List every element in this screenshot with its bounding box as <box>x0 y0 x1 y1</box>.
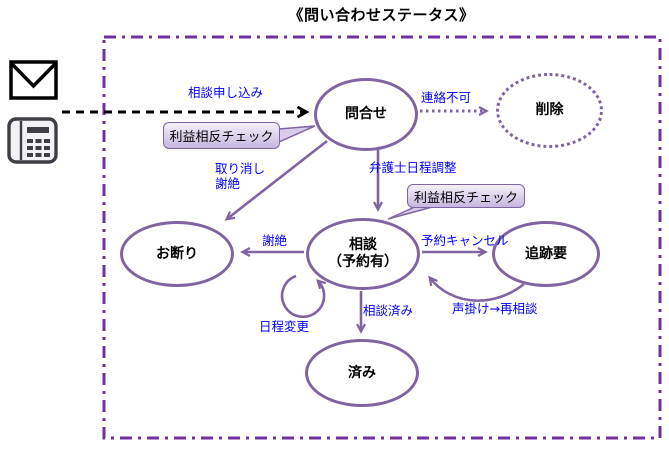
state-tracking-needed-label: 追跡要 <box>525 245 567 262</box>
state-tracking-needed: 追跡要 <box>492 221 600 287</box>
state-delete: 削除 <box>496 73 603 148</box>
inquiry-to-refuse-arrow <box>224 139 328 221</box>
track-to-consult-arrow <box>428 275 525 302</box>
envelope-icon <box>9 60 58 100</box>
transition-label-reservation-cancel: 予約キャンセル <box>421 233 509 248</box>
callout-tail-inquiry <box>278 125 316 144</box>
transition-label-apply: 相談申し込み <box>188 85 264 100</box>
state-consult-reserved: 相談 （予約有） <box>306 218 420 290</box>
state-done: 済み <box>305 339 419 407</box>
state-delete-label: 削除 <box>535 102 564 118</box>
diagram-title: 《問い合わせステータス》 <box>288 6 475 24</box>
callout-conflict-check-consult: 利益相反チェック <box>407 184 525 208</box>
state-done-label: 済み <box>348 364 376 381</box>
state-refuse: お断り <box>120 221 234 287</box>
transition-label-lawyer-schedule: 弁護士日程調整 <box>369 160 457 175</box>
transition-label-unreachable: 連絡不可 <box>421 90 472 105</box>
state-inquiry: 問合せ <box>314 78 418 151</box>
callout-conflict-check-consult-label: 利益相反チェック <box>413 190 518 206</box>
state-refuse-label: お断り <box>156 245 198 262</box>
transition-label-cancel-refuse: 取り消し 謝絶 <box>215 161 266 191</box>
transition-label-refuse: 謝絶 <box>262 233 288 248</box>
callout-conflict-check-inquiry-label: 利益相反チェック <box>169 130 274 145</box>
state-consult-reserved-label: 相談 （予約有） <box>328 237 398 270</box>
diagram-frame <box>102 35 662 440</box>
callout-conflict-check-inquiry: 利益相反チェック <box>163 122 280 149</box>
transition-label-schedule-change: 日程変更 <box>259 319 310 334</box>
schedule-change-loop-arrow <box>280 274 327 319</box>
transition-label-consult-done: 相談済み <box>363 303 414 318</box>
fax-icon <box>7 117 58 164</box>
transition-label-recall: 声掛け→再相談 <box>452 301 538 316</box>
state-inquiry-label: 問合せ <box>345 106 387 122</box>
